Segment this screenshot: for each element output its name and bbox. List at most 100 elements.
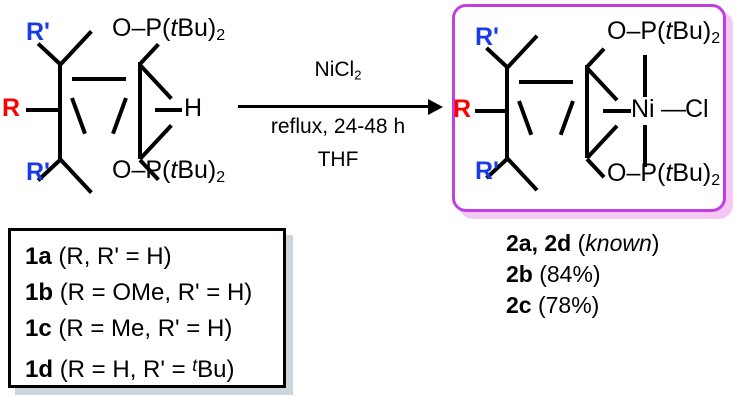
legend-entry-1d-id: 1d (25, 356, 54, 384)
product-bond-to-oxygen-bottom (585, 157, 606, 179)
product-bond-nickel-phosphorus-top (643, 55, 647, 97)
bond-to-r (26, 108, 60, 112)
legend-entry-1b: 1b (R = OMe, R' = H) (25, 275, 283, 311)
ring-inner-bond-top (72, 77, 126, 81)
ring-bond-top-left (58, 29, 93, 67)
legend-entry-1c-substituents: (R = Me, R' = H) (58, 315, 233, 342)
phosphorus-label-bottom: P( (145, 156, 171, 184)
arrow-condition-line-2: THF (317, 148, 359, 171)
tbu-subscript-top: 2 (216, 27, 226, 44)
bond-dash-top: – (131, 14, 146, 42)
yield-entry-2a-2d-close: ) (651, 230, 660, 256)
reactant-structure: R' R R' H O–P(tBu)2 O–P(tBu)2 (0, 0, 240, 210)
product-highlight-box: R' R R' Ni — Cl O–P(tBu)2 O–P(tBu)2 (452, 4, 726, 212)
phosphorus-label-top: P( (145, 14, 171, 42)
product-tbu-subscript-bottom: 2 (711, 172, 721, 189)
product-phosphorus-label-top: P( (640, 17, 666, 45)
legend-entry-1a-substituents: (R, R' = H) (58, 243, 172, 270)
yield-entry-2a-2d: 2a, 2d (known) (506, 228, 736, 259)
ring-bond-top-right (138, 63, 173, 101)
yield-entry-2a-2d-open: ( (577, 230, 586, 256)
legend-entry-1d-substituents-pre: (R = H, R' = (59, 356, 193, 384)
yield-entry-2a-2d-id: 2a, 2d (506, 230, 572, 256)
product-ring-inner-bond-left (517, 100, 534, 136)
yield-entry-2b-value: (84%) (539, 261, 601, 287)
legend-entry-1a-id: 1a (25, 243, 52, 270)
product-ring-inner-bond-right (558, 100, 575, 136)
yield-entry-2c: 2c (78%) (506, 290, 736, 321)
product-ring-bond-right (585, 65, 589, 158)
product-ring-bond-bottom-left (505, 156, 539, 192)
product-oxygen-label-bottom: O (607, 159, 627, 187)
reactant-label-r: R (2, 94, 21, 122)
product-bond-dash-bottom: – (626, 159, 641, 187)
product-tbu-body-bottom: Bu) (672, 159, 712, 187)
reactant-label-hydrogen: H (184, 94, 203, 122)
reaction-arrow-group: NiCl2 reflux, 24-48 h THF (238, 58, 450, 188)
legend-entry-1d: 1d (R = H, R' = tBu) (25, 347, 283, 388)
product-label-nickel: Ni (631, 95, 655, 123)
product-oxygen-label-top: O (607, 17, 627, 45)
reactant-label-rprime-top: R' (26, 18, 50, 46)
legend-entry-1d-tbu-prefix: t (192, 355, 198, 375)
yield-entry-2b: 2b (84%) (506, 259, 736, 290)
product-tbu-prefix-bottom: t (665, 159, 673, 187)
legend-entry-1c: 1c (R = Me, R' = H) (25, 311, 283, 347)
reactant-phosphinite-top: O–P(tBu)2 (112, 16, 225, 44)
arrow-head (428, 99, 443, 115)
bond-dash-bottom: – (131, 156, 146, 184)
legend-entry-1b-id: 1b (25, 279, 54, 306)
arrow-shaft (238, 105, 430, 108)
product-tbu-body-top: Bu) (672, 17, 712, 45)
legend-entry-1a: 1a (R, R' = H) (25, 239, 283, 275)
ring-bond-right (138, 62, 142, 159)
ring-inner-bond-left (70, 97, 87, 135)
tbu-subscript-bottom: 2 (216, 169, 226, 186)
product-bond-aryl-nickel (603, 109, 631, 113)
ring-bond-bottom-left (58, 157, 93, 195)
reactant-label-rprime-bottom: R' (26, 158, 50, 186)
legend-entry-1b-substituents: (R = OMe, R' = H) (59, 279, 253, 306)
product-tbu-subscript-top: 2 (711, 30, 721, 47)
bond-to-hydrogen (155, 108, 182, 112)
ring-bond-left (58, 62, 62, 159)
ring-inner-bond-right (111, 97, 128, 135)
ring-bond-bottom-right (138, 123, 173, 161)
product-tbu-prefix-top: t (665, 17, 673, 45)
product-label-chloride: Cl (685, 95, 709, 123)
product-phosphorus-label-bottom: P( (640, 159, 666, 187)
product-bond-to-r (475, 109, 507, 113)
reagent-formula: NiCl (314, 58, 355, 81)
product-ring-bond-left (505, 65, 509, 158)
product-bond-nickel-chloride-dash: — (661, 95, 686, 123)
yield-entry-2b-id: 2b (506, 261, 533, 287)
tbu-prefix-top: t (170, 14, 178, 42)
reagent-subscript: 2 (354, 67, 362, 83)
oxygen-label-bottom: O (112, 156, 132, 184)
reactant-legend-box: 1a (R, R' = H) 1b (R = OMe, R' = H) 1c (… (8, 228, 286, 388)
oxygen-label-top: O (112, 14, 132, 42)
yield-entry-2c-value: (78%) (537, 292, 600, 318)
bond-to-oxygen-top (138, 42, 160, 66)
reactant-phosphinite-bottom: O–P(tBu)2 (112, 158, 225, 186)
legend-entry-1d-substituents-post: Bu) (197, 356, 235, 384)
yield-entry-2a-2d-note: known (585, 230, 652, 256)
product-phosphinite-bottom: O–P(tBu)2 (607, 161, 720, 189)
product-ring-bond-top-left (505, 34, 539, 70)
product-label-rprime-top: R' (475, 23, 499, 51)
product-bond-dash-top: – (626, 17, 641, 45)
yield-entry-2c-id: 2c (506, 292, 532, 318)
product-phosphinite-top: O–P(tBu)2 (607, 19, 720, 47)
product-ring-bond-top-right (585, 66, 619, 102)
arrow-condition-line-1: reflux, 24-48 h (270, 115, 406, 138)
product-bond-nickel-phosphorus-bottom (643, 125, 647, 167)
product-structure: R' R R' Ni — Cl O–P(tBu)2 O–P(tBu)2 (453, 7, 723, 209)
tbu-body-bottom: Bu) (177, 156, 217, 184)
tbu-body-top: Bu) (177, 14, 217, 42)
product-ring-bond-bottom-right (585, 124, 619, 160)
legend-entry-1c-id: 1c (25, 315, 52, 342)
product-ring-inner-bond-top (519, 80, 573, 84)
product-yield-list: 2a, 2d (known) 2b (84%) 2c (78%) (506, 228, 736, 321)
product-label-rprime-bottom: R' (475, 157, 499, 185)
product-bond-to-oxygen-top (585, 47, 606, 69)
